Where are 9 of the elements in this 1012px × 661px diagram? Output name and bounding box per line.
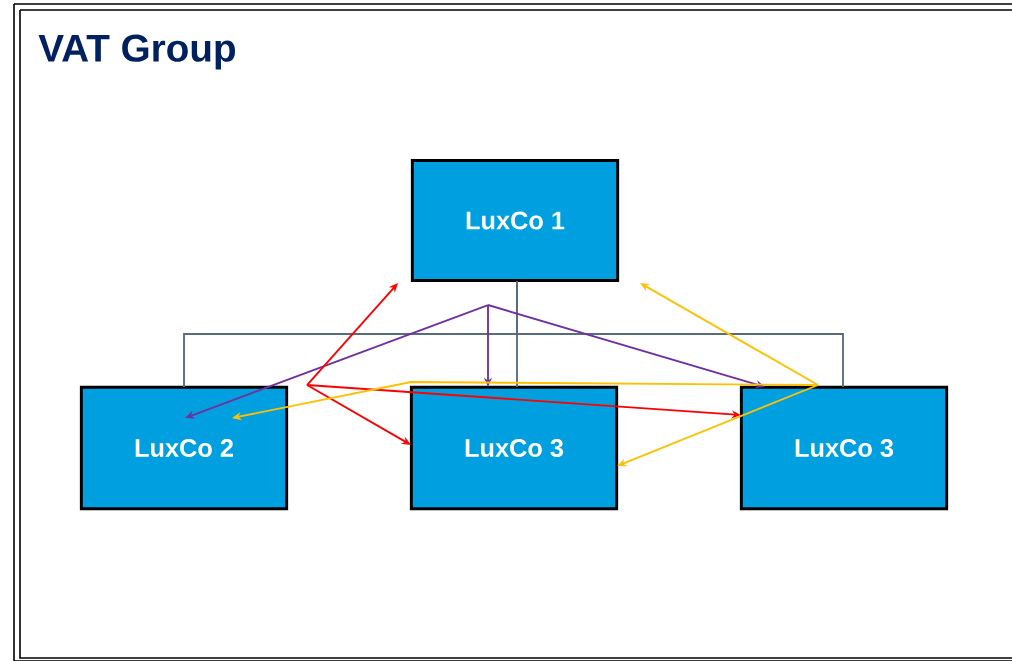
entity-box: LuxCo 3 <box>739 385 949 511</box>
title: VAT Group <box>38 34 235 70</box>
entity-box: LuxCo 3 <box>409 385 619 511</box>
arrow <box>306 384 411 445</box>
entity-box: LuxCo 2 <box>79 385 289 511</box>
connector-line <box>516 280 844 388</box>
arrow <box>640 283 819 386</box>
arrow <box>306 283 398 386</box>
entity-box: LuxCo 1 <box>410 159 620 282</box>
